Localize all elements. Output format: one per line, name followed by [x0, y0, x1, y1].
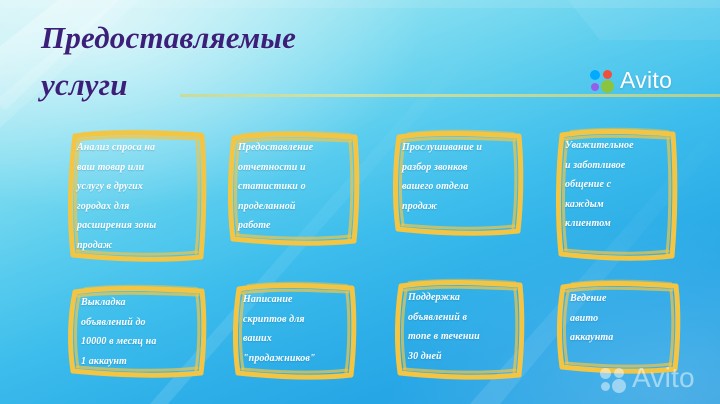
card-text: Уважительное и заботливое общение с кажд… — [565, 140, 634, 229]
card-frame-sketch — [391, 276, 531, 384]
service-card-account-management[interactable]: Ведение авито аккаунта — [552, 278, 686, 378]
avito-watermark: Avito — [600, 362, 718, 400]
avito-dot-blue — [590, 70, 600, 80]
card-frame-sketch — [224, 128, 366, 250]
card-frame-sketch — [63, 283, 213, 382]
service-card-call-review[interactable]: Прослушивание и разбор звонков вашего от… — [388, 128, 530, 240]
card-text: Анализ спроса на ваш товар или услугу в … — [77, 142, 157, 251]
title-underline-rule — [180, 94, 720, 97]
avito-dots-icon — [590, 70, 616, 94]
service-card-analysis-demand[interactable]: Анализ спроса на ваш товар или услугу в … — [63, 127, 213, 265]
card-frame-sketch — [551, 125, 683, 265]
card-text: Ведение авито аккаунта — [570, 293, 614, 343]
card-text: Выкладка объявлений до 10000 в месяц на … — [81, 297, 157, 367]
page-title: Предоставляемые услуги — [41, 20, 297, 102]
card-text: Поддержка объявлений в топе в течении 30… — [408, 292, 480, 362]
watermark-dot-3 — [601, 382, 610, 391]
card-frame-sketch — [63, 127, 213, 265]
card-text: Предоставление отчетности и статистики о… — [238, 142, 314, 231]
avito-logo[interactable]: Avito — [590, 66, 702, 98]
avito-wordmark: Avito — [620, 67, 673, 93]
service-card-top-support[interactable]: Поддержка объявлений в топе в течении 30… — [391, 276, 531, 384]
slide-header: Предоставляемые услуги Avito — [0, 0, 720, 112]
service-card-listing-volume[interactable]: Выкладка объявлений до 10000 в месяц на … — [63, 283, 213, 382]
card-text: Написание скриптов для ваших "продажнико… — [243, 294, 316, 364]
avito-watermark-dots-icon — [600, 368, 628, 394]
avito-watermark-wordmark: Avito — [632, 362, 695, 393]
service-card-reporting[interactable]: Предоставление отчетности и статистики о… — [224, 128, 366, 250]
card-frame-sketch — [228, 280, 362, 384]
card-text: Прослушивание и разбор звонков вашего от… — [402, 142, 483, 212]
avito-dot-red — [603, 70, 612, 79]
avito-dot-green — [601, 80, 614, 93]
watermark-dot-2 — [614, 368, 624, 378]
card-frame-sketch — [388, 128, 530, 240]
service-card-sales-scripts[interactable]: Написание скриптов для ваших "продажнико… — [228, 280, 362, 384]
avito-dot-purple — [591, 83, 599, 91]
watermark-dot-1 — [600, 368, 611, 379]
watermark-dot-4 — [612, 379, 626, 393]
service-card-respectful-service[interactable]: Уважительное и заботливое общение с кажд… — [551, 125, 683, 265]
card-frame-sketch — [552, 278, 686, 378]
